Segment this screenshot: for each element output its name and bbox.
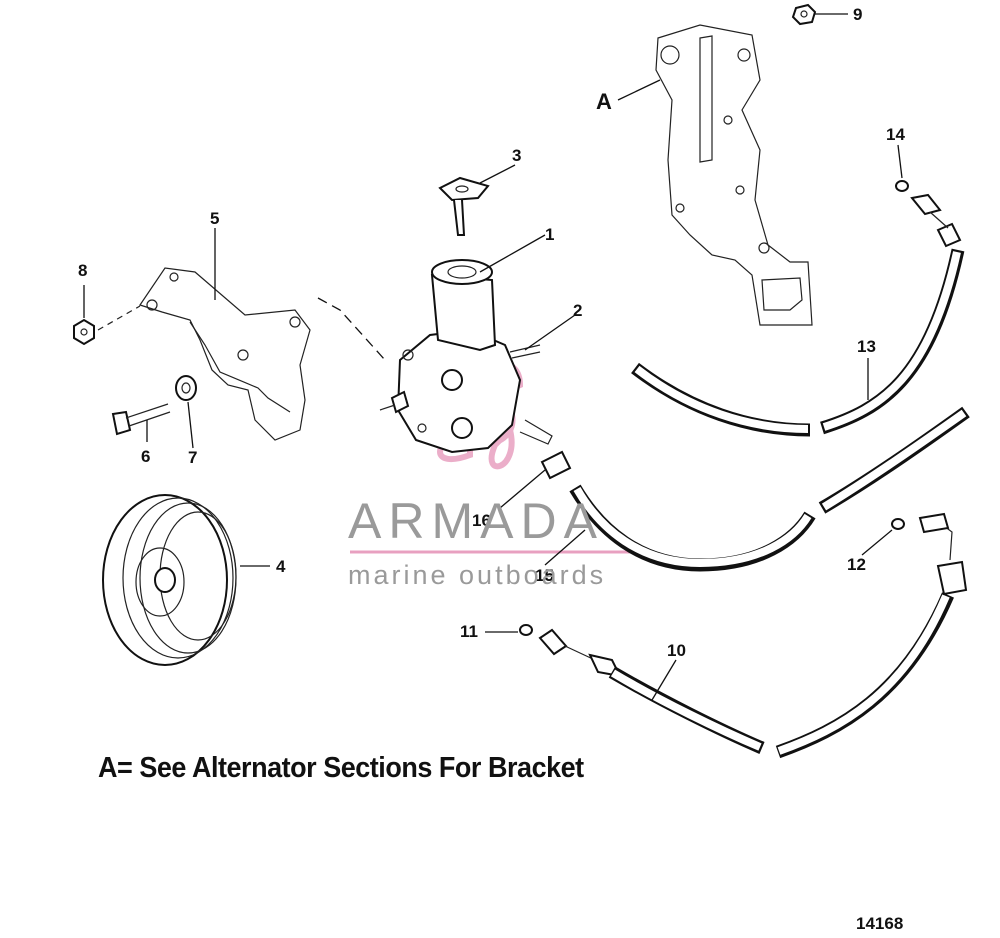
callout-8: 8 <box>78 261 87 280</box>
callout-13: 13 <box>857 337 876 356</box>
washer-7-icon <box>175 375 197 401</box>
callout-1: 1 <box>545 225 554 244</box>
pump-mounting-bracket <box>139 267 311 441</box>
callout-14: 14 <box>886 125 905 144</box>
callout-7: 7 <box>188 448 197 467</box>
nut-8-icon <box>73 318 95 346</box>
callout-6: 6 <box>141 447 150 466</box>
callout-labels: 1 2 3 4 5 6 7 8 9 10 11 12 13 14 15 16 A <box>78 5 905 660</box>
assembly-line-pump <box>317 297 386 361</box>
hose-13 <box>631 193 965 437</box>
hose-10 <box>538 512 968 759</box>
callout-9: 9 <box>853 5 862 24</box>
bracket-a-label: A <box>596 89 612 114</box>
bracket-note: A= See Alternator Sections For Bracket <box>98 752 584 784</box>
watermark-brand: ARMADA <box>348 493 604 549</box>
callout-5: 5 <box>210 209 219 228</box>
callout-16: 16 <box>472 511 491 530</box>
callout-15: 15 <box>535 566 554 585</box>
o-ring-11-icon <box>519 624 533 636</box>
figure-number: 14168 <box>856 914 904 933</box>
callout-12: 12 <box>847 555 866 574</box>
pulley <box>102 494 237 666</box>
callout-2: 2 <box>573 301 582 320</box>
nut-9-icon <box>791 3 817 26</box>
watermark-tagline: marine outboards <box>348 560 607 590</box>
alternator-bracket <box>655 24 813 326</box>
callout-3: 3 <box>512 146 521 165</box>
callout-11: 11 <box>460 622 478 641</box>
power-steering-pump <box>379 259 553 454</box>
callout-4: 4 <box>276 557 286 576</box>
fitting-16-icon <box>540 450 572 480</box>
bolt-6-icon <box>111 403 171 436</box>
callout-10: 10 <box>667 641 686 660</box>
assembly-line-8 <box>97 305 141 331</box>
hose-15 <box>569 406 970 572</box>
o-ring-12-icon <box>891 518 905 530</box>
leader-lines <box>83 13 903 701</box>
o-ring-14-icon <box>895 180 909 192</box>
filler-cap <box>438 176 490 236</box>
